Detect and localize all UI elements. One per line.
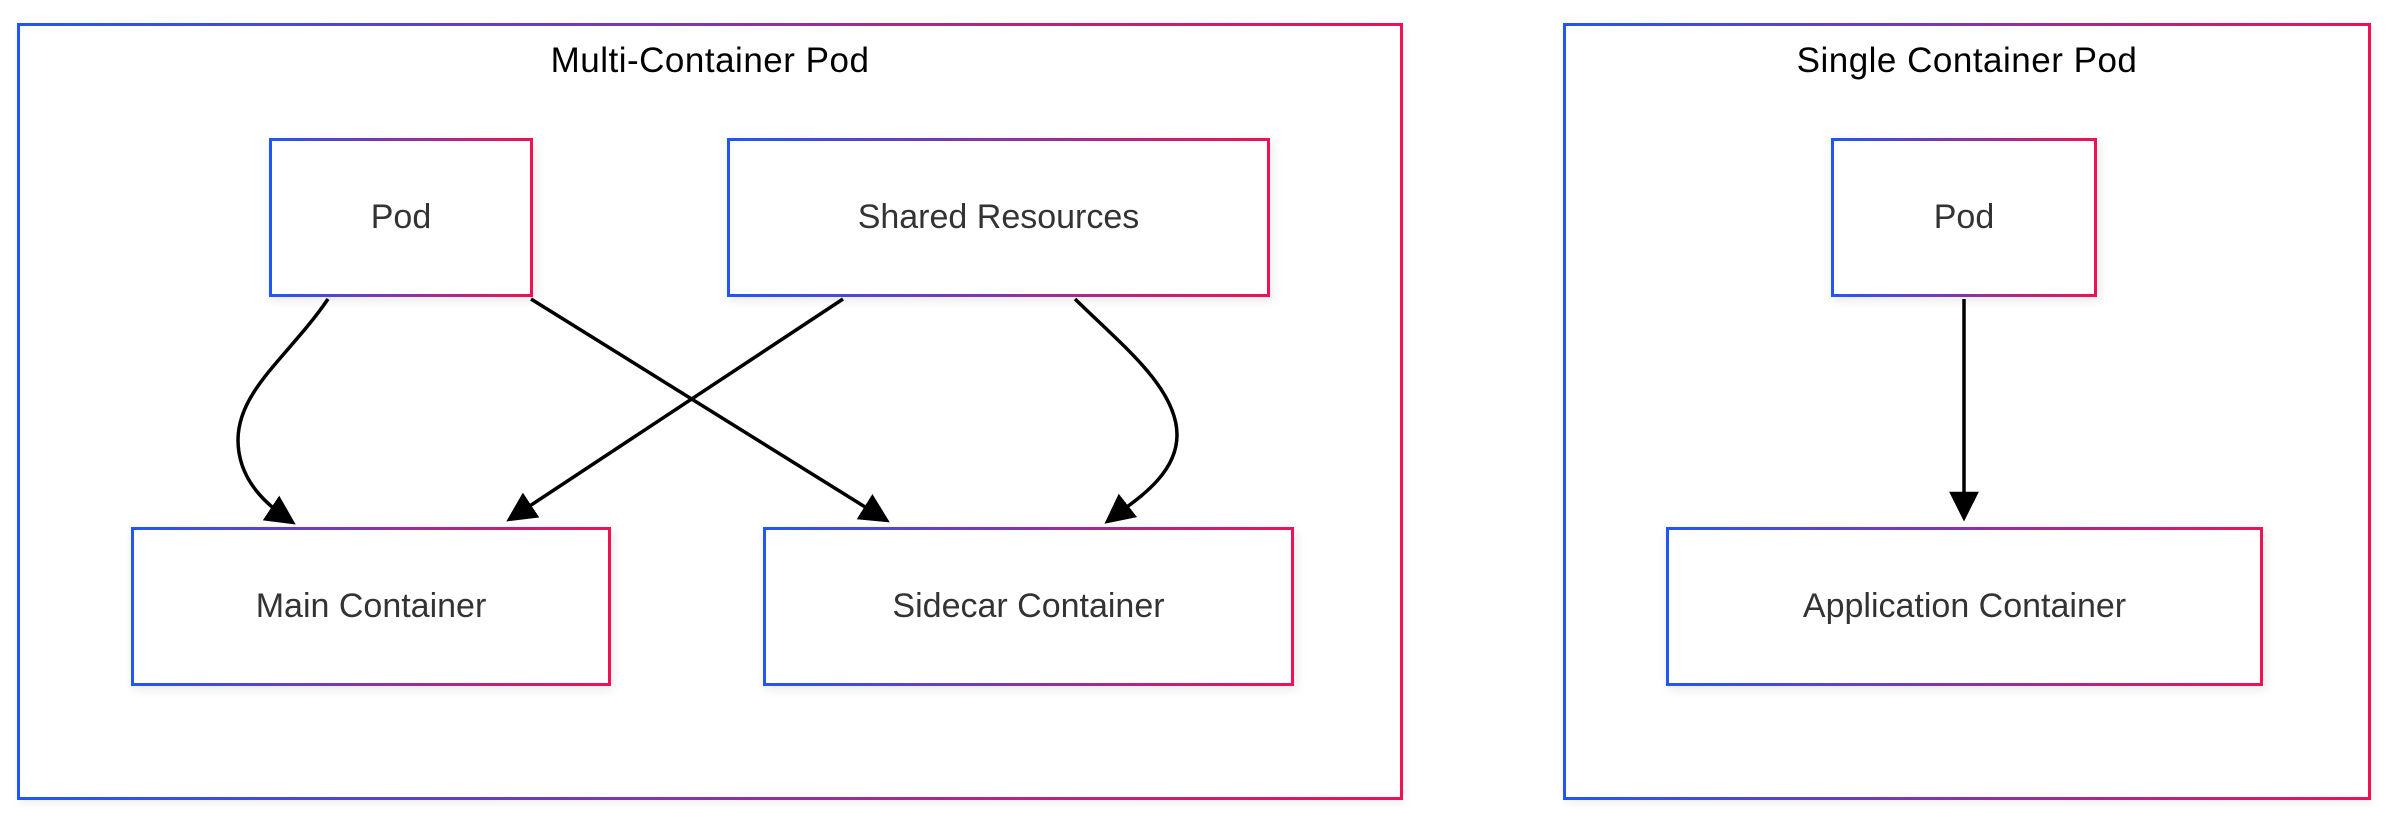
node-main-container: Main Container bbox=[131, 527, 611, 686]
node-sidecar-container: Sidecar Container bbox=[763, 527, 1294, 686]
group-title-multi-container-pod: Multi-Container Pod bbox=[550, 41, 870, 80]
group-title-single-container-pod: Single Container Pod bbox=[1796, 41, 2138, 80]
node-pod-single: Pod bbox=[1831, 138, 2097, 297]
node-pod-multi: Pod bbox=[269, 138, 533, 297]
node-shared-resources: Shared Resources bbox=[727, 138, 1270, 297]
node-application-container: Application Container bbox=[1666, 527, 2263, 686]
